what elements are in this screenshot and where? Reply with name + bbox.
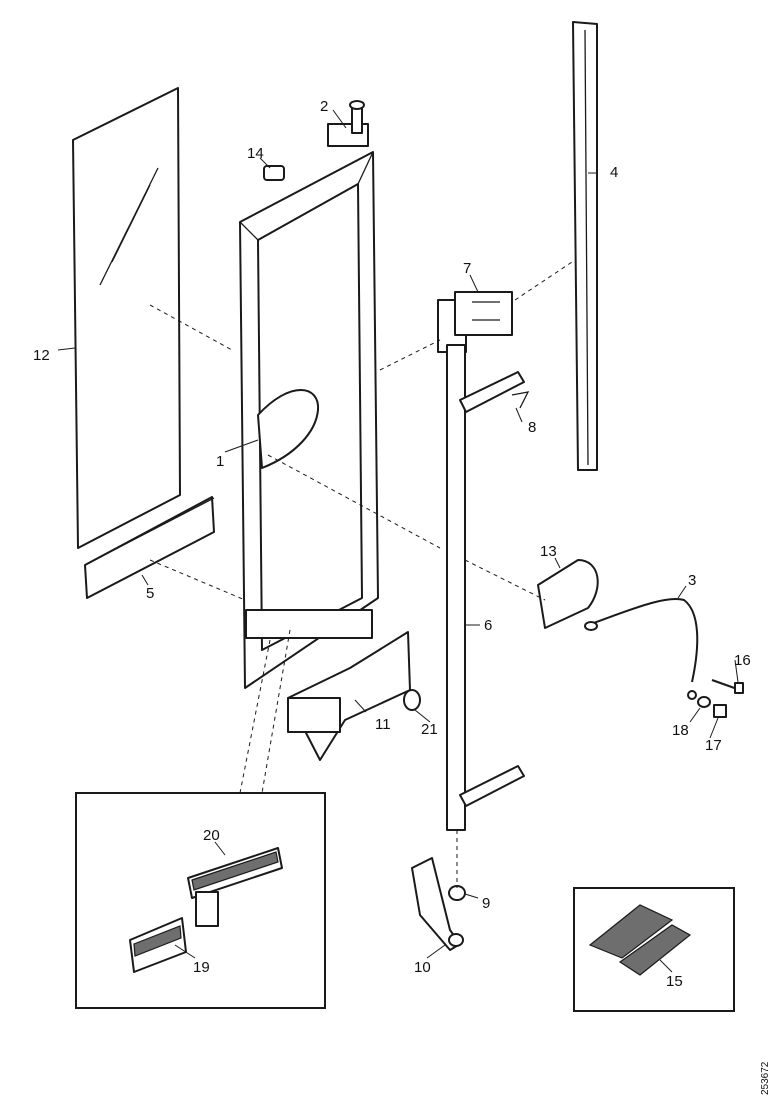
label-12: 12: [33, 347, 50, 364]
part-17-nut: [713, 704, 727, 718]
part-13-mounting-plate: [537, 559, 599, 629]
label-18: 18: [672, 722, 689, 739]
label-6: 6: [484, 617, 492, 634]
label-14: 14: [247, 145, 264, 162]
label-16: 16: [734, 652, 751, 669]
part-1-door-frame: [239, 151, 379, 689]
part-12-glass-pane: [72, 87, 181, 549]
part-7-upper-bracket: [437, 291, 513, 353]
part-21-spacer: [403, 689, 421, 711]
label-10: 10: [414, 959, 431, 976]
label-19: 19: [193, 959, 210, 976]
part-labels: 1 2 3 4 5 6 7 8 9 10 11 12 13 14 15 16 1…: [33, 98, 751, 990]
label-13: 13: [540, 543, 557, 560]
label-17: 17: [705, 737, 722, 754]
part-11-lower-bracket: [287, 631, 411, 761]
label-9: 9: [482, 895, 490, 912]
label-21: 21: [421, 721, 438, 738]
label-8: 8: [528, 419, 536, 436]
part-4-seal-strip: [572, 21, 598, 471]
part-2-top-hinge: [327, 100, 369, 147]
label-1: 1: [216, 453, 224, 470]
part-3-curved-cable: [584, 598, 699, 683]
part-16-bolt: [711, 679, 744, 694]
part-9-bushing: [448, 885, 466, 901]
part-18-washer: [687, 690, 711, 708]
label-2: 2: [320, 98, 328, 115]
part-6-vertical-rod: [446, 344, 466, 831]
lower-arm: [459, 765, 525, 807]
part-5-trim-strip: [84, 496, 215, 599]
label-4: 4: [610, 164, 618, 181]
label-7: 7: [463, 260, 471, 277]
part-10-bottom-hinge: [411, 857, 464, 951]
inset-box-15: [573, 887, 735, 1012]
leader-lines: [57, 109, 739, 959]
label-3: 3: [688, 572, 696, 589]
part-14-clip: [263, 165, 285, 181]
label-20: 20: [203, 827, 220, 844]
part-8-upper-arm: [459, 371, 530, 413]
label-5: 5: [146, 585, 154, 602]
drawing-code: 253672: [760, 1061, 771, 1095]
label-11: 11: [375, 716, 391, 733]
inset-box-19-20: [75, 792, 326, 1009]
assembly-lines: [149, 261, 573, 888]
label-15: 15: [666, 973, 683, 990]
